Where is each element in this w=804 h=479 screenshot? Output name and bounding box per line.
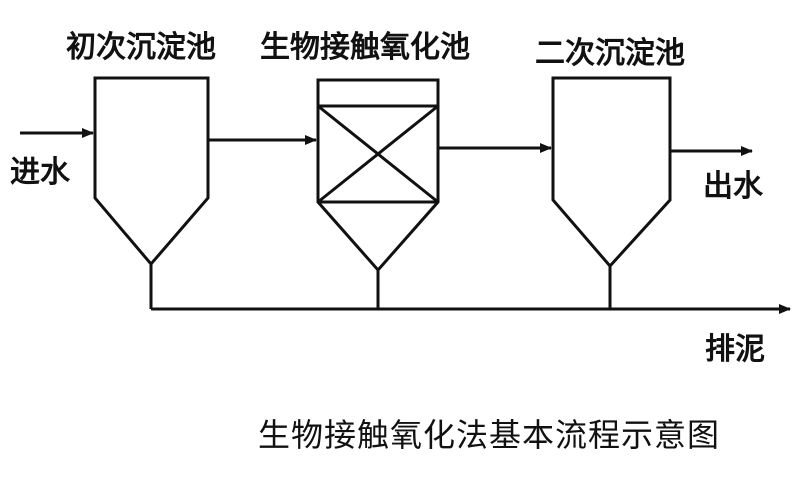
- primary-clarifier-tank: [93, 76, 210, 267]
- secondary-clarifier-tank: [551, 76, 672, 269]
- label-primary-clarifier: 初次沉淀池: [66, 30, 216, 65]
- diagram-caption: 生物接触氧化法基本流程示意图: [258, 416, 720, 454]
- label-sludge-discharge: 排泥: [705, 332, 765, 367]
- label-contact-oxidation-tank: 生物接触氧化池: [260, 30, 470, 65]
- label-influent: 进水: [10, 155, 71, 190]
- label-effluent: 出水: [703, 169, 764, 204]
- label-secondary-clarifier: 二次沉淀池: [535, 36, 685, 71]
- sludge-pipes: [149, 264, 612, 309]
- contact-oxidation-tank: [316, 78, 440, 273]
- media-bed-cross: [317, 104, 439, 204]
